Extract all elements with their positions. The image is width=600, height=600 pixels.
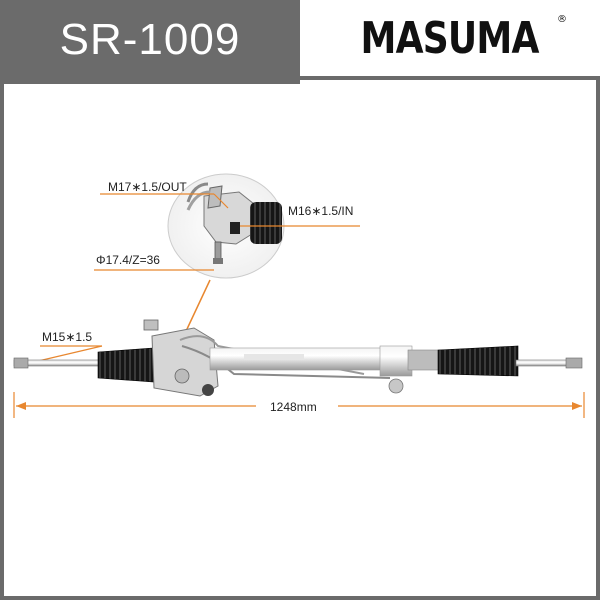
thread-leader-tip [33, 345, 103, 363]
brand-banner: MASUMA ® [300, 0, 600, 80]
tie-rod-thread-label: M15∗1.5 [42, 330, 93, 344]
pinion-spline-detail [213, 258, 223, 264]
pipe-detail-b [186, 190, 211, 211]
cylinder-collar [407, 349, 441, 371]
inlet-port-label: M16∗1.5/IN [288, 204, 354, 218]
pipe-detail-a [186, 182, 209, 203]
mount-bush-center [202, 384, 214, 396]
part-number: SR-1009 [59, 15, 241, 64]
valve-detail-zoom [167, 173, 285, 345]
left-boot [97, 347, 155, 383]
outlet-leader-tip [213, 193, 229, 209]
part-number-banner: SR-1009 [0, 0, 300, 80]
inlet-fitting-detail [230, 222, 240, 234]
mount-bush-right [388, 378, 404, 394]
steering-rack-diagram [13, 173, 585, 418]
registered-mark: ® [557, 14, 567, 25]
pinion-spec-label: Φ17.4/Z=36 [96, 253, 160, 267]
right-tie-rod-end [565, 357, 583, 369]
left-tie-rod-end [13, 357, 29, 369]
steering-rack-assembly [13, 319, 583, 397]
dimension-arrow-right [572, 402, 582, 410]
outlet-port-label: M17∗1.5/OUT [108, 180, 187, 194]
tube-label [244, 354, 304, 360]
pipe-fitting-detail [207, 185, 223, 209]
mount-bush-left [174, 368, 190, 384]
brand-logo: MASUMA [360, 12, 540, 64]
overall-length-label: 1248mm [270, 400, 317, 414]
dimension-arrow-left [16, 402, 26, 410]
length-dimension [13, 392, 585, 418]
cylinder-end [379, 345, 413, 377]
right-boot [437, 345, 519, 377]
boot-detail [250, 202, 282, 244]
pinion-input-shaft [143, 319, 159, 331]
valve-housing [151, 327, 219, 397]
hydraulic-line-upper [179, 335, 365, 375]
header-divider [0, 80, 300, 84]
